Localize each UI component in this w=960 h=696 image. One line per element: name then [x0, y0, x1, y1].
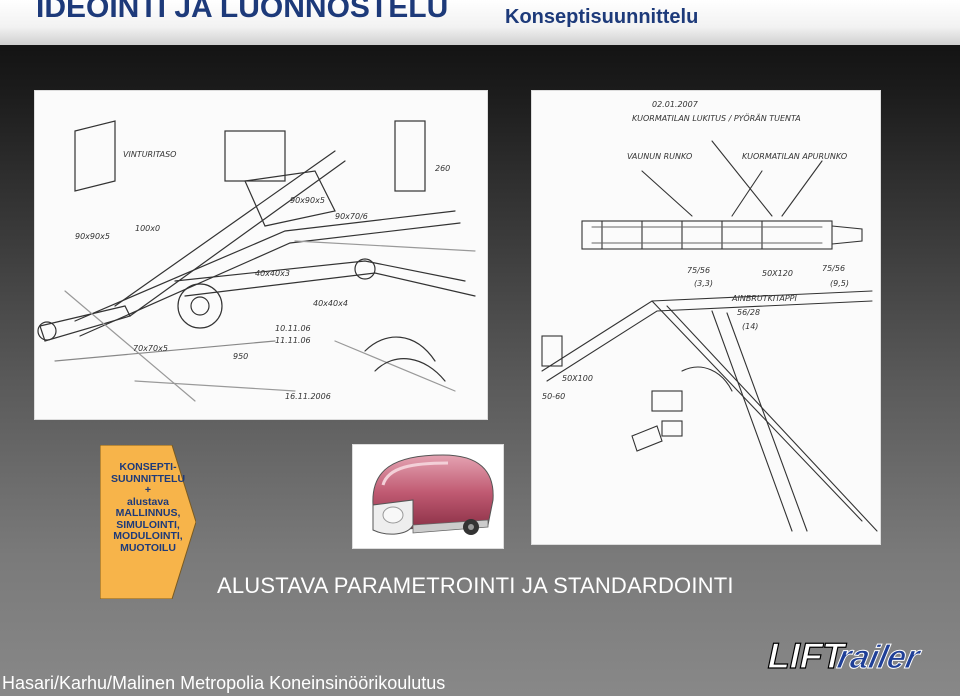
- liftrailer-logo-mark: LIFT railer: [764, 635, 926, 677]
- parameterization-caption: ALUSTAVA PARAMETROINTI JA STANDARDOINTI: [217, 573, 734, 598]
- process-line: SIMULOINTI,: [116, 518, 180, 531]
- liftrailer-logo: LIFT railer: [760, 630, 938, 682]
- sketch-note: 75/56: [822, 264, 845, 273]
- slide-subtitle: Konseptisuunnittelu: [505, 6, 699, 28]
- sketch-note: KUORMATILAN APURUNKO: [742, 152, 847, 161]
- process-line: +: [144, 484, 152, 496]
- logo-text-left: LIFT: [764, 635, 849, 676]
- chassis-sketch-image: VINTURITASO 90x90x5 90x90x5 100x0 90x70/…: [34, 90, 488, 420]
- sketch-note: VINTURITASO: [123, 150, 176, 159]
- sketch-note: (9,5): [830, 279, 849, 288]
- sketch-note: KUORMATILAN LUKITUS / PYÖRÄN TUENTA: [632, 113, 801, 123]
- process-line: MALLINNUS,: [115, 507, 181, 519]
- sketch-note: (3,3): [694, 279, 713, 288]
- sketch-note: 75/56: [687, 266, 710, 275]
- sketch-note: 50X100: [562, 374, 593, 383]
- locking-sketch-drawing: 02.01.2007 KUORMATILAN LUKITUS / PYÖRÄN …: [541, 100, 878, 532]
- locking-mechanism-sketch-image: 02.01.2007 KUORMATILAN LUKITUS / PYÖRÄN …: [531, 90, 881, 545]
- sketch-note: (14): [742, 322, 758, 331]
- sketch-note: 70x70x5: [133, 344, 168, 353]
- process-arrow-box: KONSEPTI- SUUNNITTELU + alustava MALLINN…: [100, 445, 196, 599]
- sketch-note: 40x40x4: [313, 299, 348, 308]
- chassis-sketch-drawing: VINTURITASO 90x90x5 90x90x5 100x0 90x70/…: [37, 120, 476, 402]
- sketch-note: 100x0: [135, 224, 160, 233]
- sketch-note: 260: [435, 164, 450, 173]
- process-line: MODULOINTI,: [113, 530, 183, 542]
- process-line: KONSEPTI-: [119, 461, 177, 473]
- logo-text-right: railer: [834, 639, 924, 676]
- trailer-render-drawing: [372, 454, 494, 535]
- sketch-note: 50X120: [762, 269, 793, 278]
- sketch-note: 10.11.06: [275, 324, 311, 333]
- sketch-note: 40x40x3: [255, 269, 290, 278]
- process-line: SUUNNITTELU: [110, 472, 186, 485]
- process-text: KONSEPTI- SUUNNITTELU + alustava MALLINN…: [100, 461, 196, 554]
- sketch-note: 50-60: [542, 392, 565, 401]
- process-arrow-shape: [100, 445, 196, 599]
- sketch-note: 90x90x5: [75, 232, 110, 241]
- sketch-note: 90x90x5: [290, 196, 325, 205]
- process-line: alustava: [126, 495, 170, 508]
- sketch-note: 11.11.06: [275, 336, 311, 345]
- sketch-note: 56/28: [737, 308, 760, 317]
- sketch-note: 16.11.2006: [285, 392, 331, 401]
- slide-header: IDEOINTI JA LUONNOSTELU Konseptisuunnitt…: [0, 0, 960, 45]
- sketch-note: VAUNUN RUNKO: [627, 152, 692, 161]
- sketch-note: 02.01.2007: [652, 100, 699, 109]
- sketch-note: 950: [233, 352, 248, 361]
- footer-credits: Hasari/Karhu/Malinen Metropolia Koneinsi…: [2, 673, 446, 693]
- trailer-render-image: [352, 444, 504, 549]
- sketch-note: AINBRUTKITAPPI: [731, 294, 797, 303]
- process-line: MUOTOILU: [120, 541, 176, 554]
- slide-title: IDEOINTI JA LUONNOSTELU: [36, 0, 449, 24]
- sketch-note: 90x70/6: [335, 212, 368, 221]
